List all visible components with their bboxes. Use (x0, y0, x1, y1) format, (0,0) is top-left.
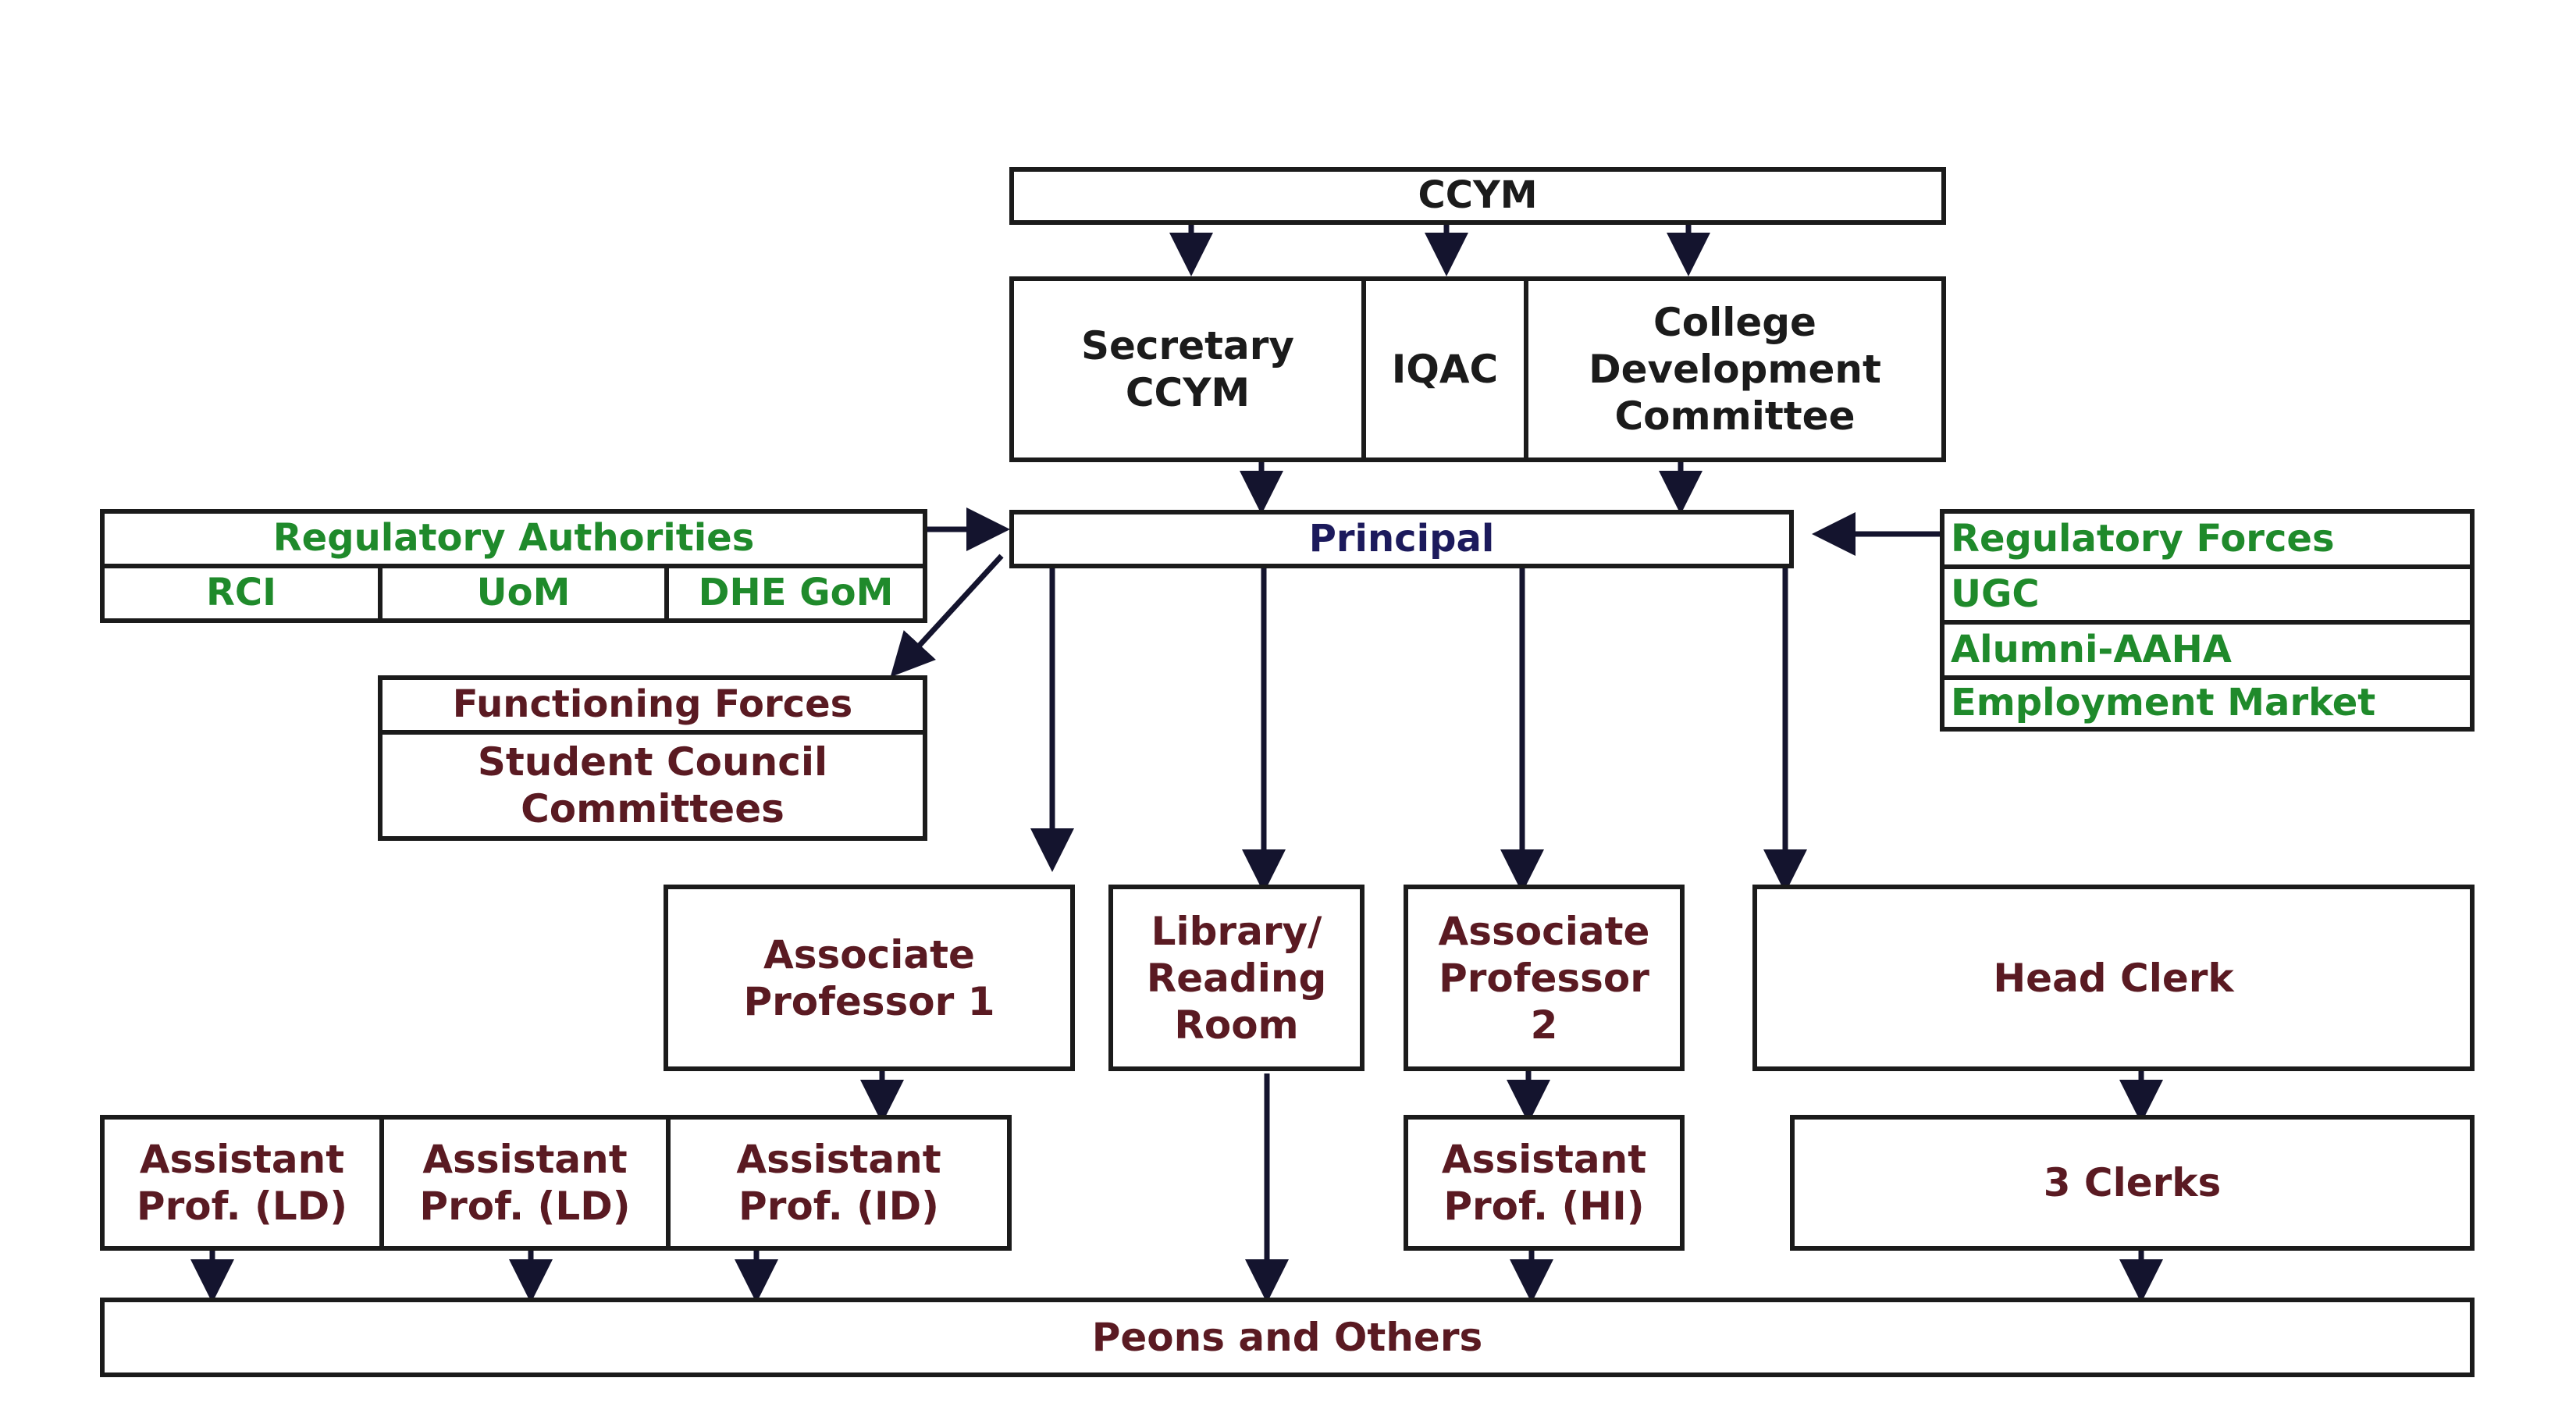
regulatory-force-alumni-label: Alumni-AAHA (1951, 627, 2232, 671)
regulatory-force-alumni: Alumni-AAHA (1944, 625, 2470, 680)
governance-row: Secretary CCYM IQAC College Development … (1009, 276, 1946, 462)
head-clerk-label: Head Clerk (1993, 955, 2234, 1001)
functioning-forces-box: Functioning Forces Student Council Commi… (378, 675, 927, 841)
functioning-forces-title-text: Functioning Forces (452, 682, 853, 727)
assistant-prof-hi-box: Assistant Prof. (HI) (1404, 1115, 1685, 1251)
arrow-principal-functioning (890, 554, 1004, 678)
ccym-label: CCYM (1418, 173, 1538, 218)
clerks-label: 3 Clerks (2043, 1160, 2222, 1205)
authority-uom-label: UoM (476, 571, 571, 615)
assistant-prof-hi-label: Assistant Prof. (HI) (1441, 1137, 1647, 1229)
assistant-prof-ld-2: Assistant Prof. (LD) (384, 1120, 671, 1246)
assistant-prof-ld-1: Assistant Prof. (LD) (105, 1120, 384, 1246)
associate-professor-1-box: Associate Professor 1 (664, 885, 1075, 1071)
assistant-prof-ld-1-label: Assistant Prof. (LD) (136, 1137, 348, 1229)
assistant-prof-id: Assistant Prof. (ID) (671, 1120, 1007, 1246)
functioning-forces-body: Student Council Committees (382, 735, 923, 836)
regulatory-forces-title-text: Regulatory Forces (1951, 516, 2335, 561)
library-box: Library/ Reading Room (1108, 885, 1364, 1071)
assistant-professors-row: Assistant Prof. (LD) Assistant Prof. (LD… (100, 1115, 1012, 1251)
principal-box: Principal (1009, 510, 1794, 568)
regulatory-force-employment-label: Employment Market (1951, 681, 2376, 725)
regulatory-authorities-title: Regulatory Authorities (105, 514, 923, 568)
functioning-forces-body-text: Student Council Committees (477, 739, 828, 831)
peons-box: Peons and Others (100, 1298, 2475, 1377)
cdc-label: College Development Committee (1589, 300, 1881, 439)
secretary-ccym-cell: Secretary CCYM (1014, 281, 1366, 457)
authority-rci: RCI (105, 568, 382, 618)
cdc-cell: College Development Committee (1528, 281, 1941, 457)
functioning-forces-title: Functioning Forces (382, 680, 923, 735)
peons-label: Peons and Others (1091, 1315, 1483, 1360)
assistant-prof-id-label: Assistant Prof. (ID) (736, 1137, 941, 1229)
regulatory-authorities-title-text: Regulatory Authorities (272, 516, 755, 561)
regulatory-forces-box: Regulatory Forces UGC Alumni-AAHA Employ… (1940, 509, 2475, 732)
associate-professor-1-label: Associate Professor 1 (743, 931, 995, 1024)
iqac-label: IQAC (1391, 347, 1499, 392)
ccym-box: CCYM (1009, 167, 1946, 225)
authority-dhe-gom-label: DHE GoM (698, 571, 894, 615)
associate-professor-2-label: Associate Professor 2 (1438, 908, 1650, 1048)
regulatory-authorities-box: Regulatory Authorities RCI UoM DHE GoM (100, 509, 927, 623)
library-label: Library/ Reading Room (1146, 908, 1327, 1048)
regulatory-forces-title: Regulatory Forces (1944, 514, 2470, 569)
associate-professor-2-box: Associate Professor 2 (1404, 885, 1685, 1071)
authority-dhe-gom: DHE GoM (669, 568, 923, 618)
principal-label: Principal (1308, 516, 1495, 561)
authority-uom: UoM (382, 568, 669, 618)
assistant-prof-ld-2-label: Assistant Prof. (LD) (419, 1137, 631, 1229)
regulatory-authorities-items: RCI UoM DHE GoM (105, 568, 923, 618)
iqac-cell: IQAC (1366, 281, 1528, 457)
clerks-box: 3 Clerks (1790, 1115, 2475, 1251)
regulatory-force-employment: Employment Market (1944, 680, 2470, 727)
regulatory-force-ugc-label: UGC (1951, 571, 2040, 616)
regulatory-force-ugc: UGC (1944, 569, 2470, 625)
head-clerk-box: Head Clerk (1752, 885, 2475, 1071)
authority-rci-label: RCI (205, 571, 277, 615)
secretary-ccym-label: Secretary CCYM (1080, 323, 1295, 415)
